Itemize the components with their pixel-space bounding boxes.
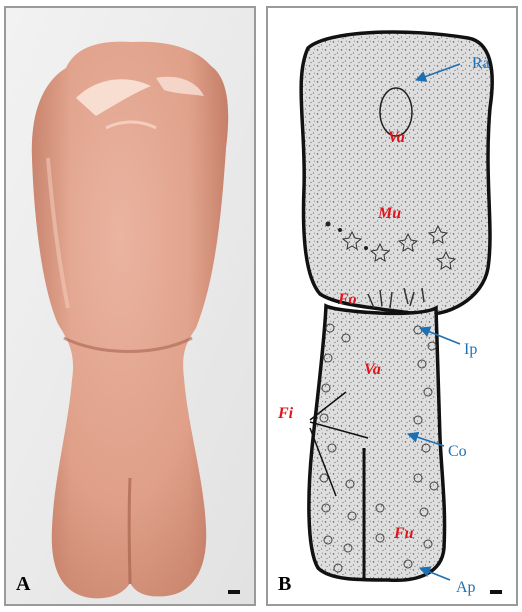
panel-b-schematic: Va Mu Fo Va Fi Fu Ra Ip Co Ap B: [266, 6, 518, 606]
panel-letter-b: B: [278, 573, 291, 596]
schematic-diagram: Va Mu Fo Va Fi Fu Ra Ip Co Ap: [268, 8, 516, 604]
label-va-mid: Va: [364, 361, 381, 378]
specimen-photo: [6, 8, 254, 604]
label-ip: Ip: [464, 341, 477, 358]
lower-region-outline: [309, 306, 445, 580]
scale-bar-a: [228, 590, 240, 594]
label-ap: Ap: [456, 579, 476, 596]
label-fi: Fi: [277, 405, 294, 422]
label-co: Co: [448, 443, 467, 460]
scale-bar-b: [490, 590, 502, 594]
bottom-cleft: [129, 478, 130, 584]
panel-letter-a: A: [16, 573, 30, 596]
label-fu: Fu: [393, 525, 414, 542]
label-ra: Ra: [472, 55, 490, 72]
label-mu: Mu: [377, 205, 401, 222]
label-fo: Fo: [337, 291, 357, 308]
label-va-top: Va: [388, 129, 405, 146]
panel-a-photograph: A: [4, 6, 256, 606]
upper-region-outline: [301, 32, 492, 314]
